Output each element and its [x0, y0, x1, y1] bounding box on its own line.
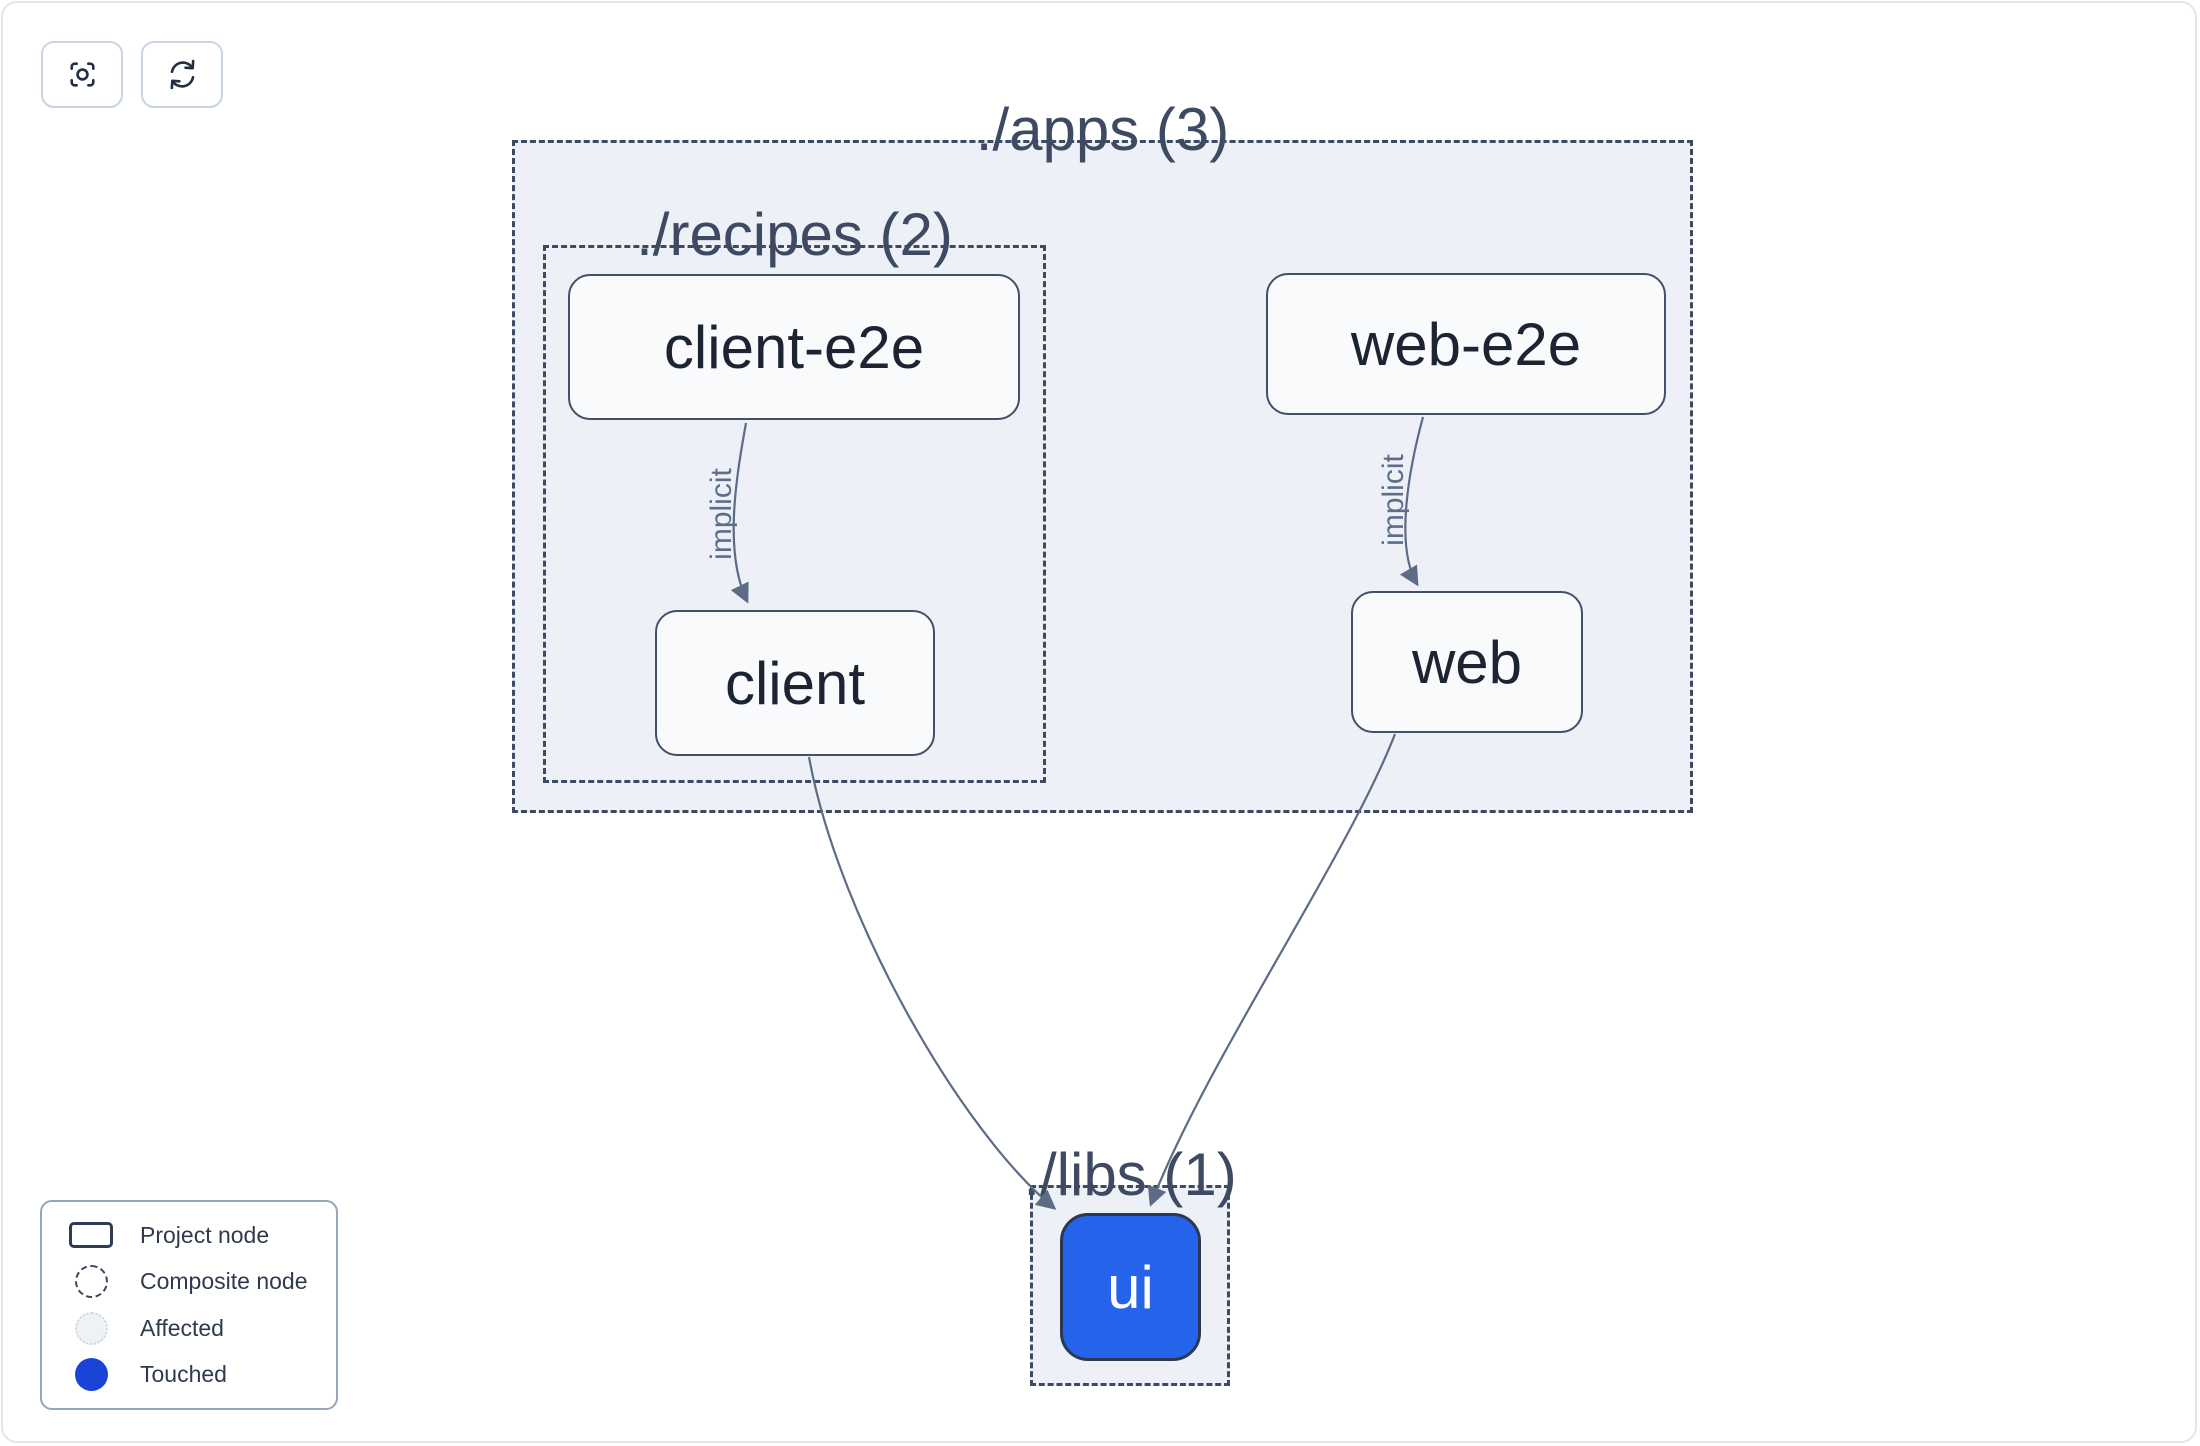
node-client-e2e-label: client-e2e [663, 313, 925, 381]
group-recipes-label: ./recipes (2) [636, 201, 953, 268]
legend-label-project-node: Project node [140, 1221, 270, 1248]
legend-label-touched: Touched [140, 1361, 227, 1388]
node-client[interactable]: client [655, 610, 935, 756]
refresh-icon [164, 56, 201, 93]
graph-toolbar [41, 41, 223, 108]
affected-swatch [74, 1311, 108, 1345]
crosshair-focus-icon [64, 56, 101, 93]
group-apps-label: ./apps (3) [975, 96, 1230, 163]
node-web[interactable]: web [1351, 591, 1583, 733]
legend-item-composite-node: Composite node [42, 1259, 336, 1306]
group-libs-label: ./libs (1) [1023, 1141, 1237, 1208]
node-web-e2e-label: web-e2e [1350, 310, 1582, 378]
legend-label-affected: Affected [140, 1314, 224, 1341]
node-client-label: client [724, 649, 866, 717]
node-web-label: web [1411, 628, 1523, 696]
legend-item-touched: Touched [42, 1352, 336, 1399]
node-client-e2e[interactable]: client-e2e [568, 274, 1020, 420]
edge-client-e2e-to-client[interactable] [730, 422, 749, 604]
composite-node-swatch [74, 1265, 108, 1299]
legend-item-project-node: Project node [42, 1212, 336, 1259]
touched-swatch [74, 1358, 108, 1392]
refresh-button[interactable] [141, 41, 223, 108]
project-node-swatch [69, 1222, 113, 1249]
legend-item-affected: Affected [42, 1305, 336, 1352]
edge-client-to-ui[interactable] [807, 756, 1057, 1210]
edge-web-e2e-to-web[interactable] [1399, 416, 1425, 587]
edges-layer [730, 416, 1425, 1210]
legend-label-composite-node: Composite node [140, 1268, 308, 1295]
edge-label-implicit-web: implicit [1377, 454, 1410, 546]
node-ui-touched[interactable]: ui [1060, 1213, 1201, 1361]
edge-web-to-ui[interactable] [1147, 733, 1397, 1207]
node-web-e2e[interactable]: web-e2e [1266, 273, 1666, 415]
legend-panel: Project node Composite node Affected Tou… [40, 1200, 338, 1410]
edge-label-implicit-client: implicit [705, 468, 738, 560]
node-ui-label: ui [1107, 1253, 1154, 1321]
focus-reset-button[interactable] [41, 41, 123, 108]
